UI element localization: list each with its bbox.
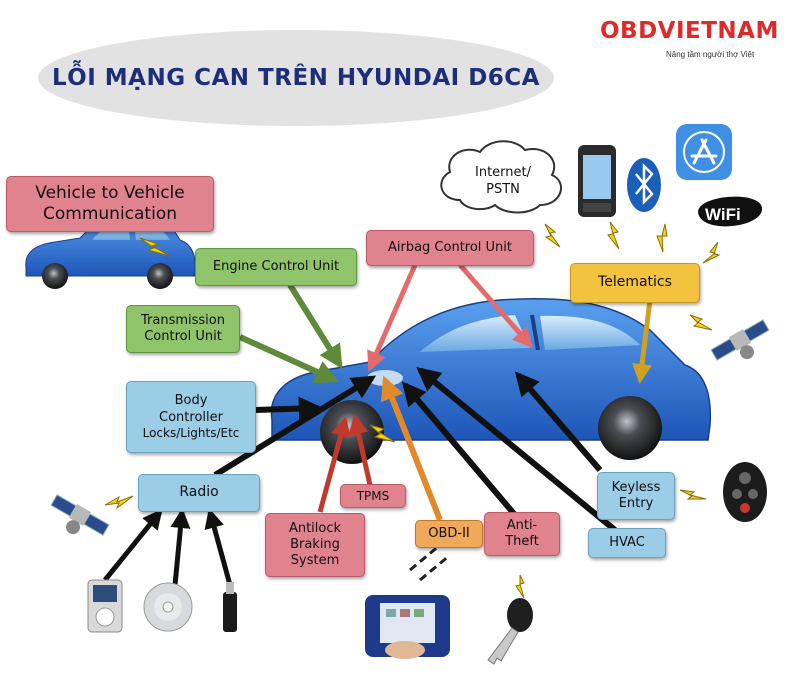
radio-label: Radio	[179, 484, 218, 502]
obd-label: OBD-II	[428, 526, 470, 542]
ecu-box: Engine Control Unit	[195, 248, 357, 286]
scan-tool-icon	[365, 595, 450, 659]
antitheft-label: Anti- Theft	[495, 518, 549, 551]
ipod-icon	[88, 580, 122, 632]
airbag-box: Airbag Control Unit	[366, 230, 534, 266]
keyfob-icon	[723, 462, 767, 522]
body-controller-sublabel: Locks/Lights/Etc	[143, 426, 240, 441]
wifi-icon: WiFi	[698, 197, 762, 227]
tpms-label: TPMS	[357, 489, 390, 504]
bluetooth-icon	[627, 158, 661, 212]
logo: OBDVIETNAM Nâng tầm người thợ Việt	[600, 14, 796, 70]
antitheft-box: Anti- Theft	[484, 512, 560, 556]
tpms-box: TPMS	[340, 484, 406, 508]
obd-box: OBD-II	[415, 520, 483, 548]
radio-box: Radio	[138, 474, 260, 512]
usb-icon	[223, 582, 237, 632]
phone-icon	[578, 145, 616, 217]
v2v-label: Vehicle to Vehicle Communication	[7, 183, 213, 226]
hvac-label: HVAC	[609, 535, 645, 551]
key-icon	[488, 598, 533, 664]
abs-label: Antilock Braking System	[274, 521, 356, 570]
cd-icon	[144, 583, 192, 631]
airbag-label: Airbag Control Unit	[388, 240, 512, 256]
page-title: LỖI MẠNG CAN TRÊN HYUNDAI D6CA	[38, 30, 554, 126]
body-controller-box: Body Controller Locks/Lights/Etc	[126, 381, 256, 453]
hvac-box: HVAC	[588, 528, 666, 558]
v2v-box: Vehicle to Vehicle Communication	[6, 176, 214, 232]
abs-box: Antilock Braking System	[265, 513, 365, 577]
ecu-label: Engine Control Unit	[213, 259, 339, 275]
keyless-box: Keyless Entry	[597, 472, 675, 520]
svg-text:WiFi: WiFi	[705, 205, 741, 224]
logo-tagline: Nâng tầm người thợ Việt	[666, 50, 754, 59]
internet-label: Internet/ PSTN	[458, 160, 548, 204]
logo-text: OBDVIETNAM	[600, 18, 779, 44]
tcu-box: Transmission Control Unit	[126, 305, 240, 353]
telematics-label: Telematics	[598, 274, 672, 292]
tcu-label: Transmission Control Unit	[131, 313, 235, 346]
telematics-box: Telematics	[570, 263, 700, 303]
keyless-label: Keyless Entry	[606, 480, 666, 513]
app-store-icon	[676, 124, 732, 180]
body-controller-label: Body Controller	[127, 393, 255, 426]
